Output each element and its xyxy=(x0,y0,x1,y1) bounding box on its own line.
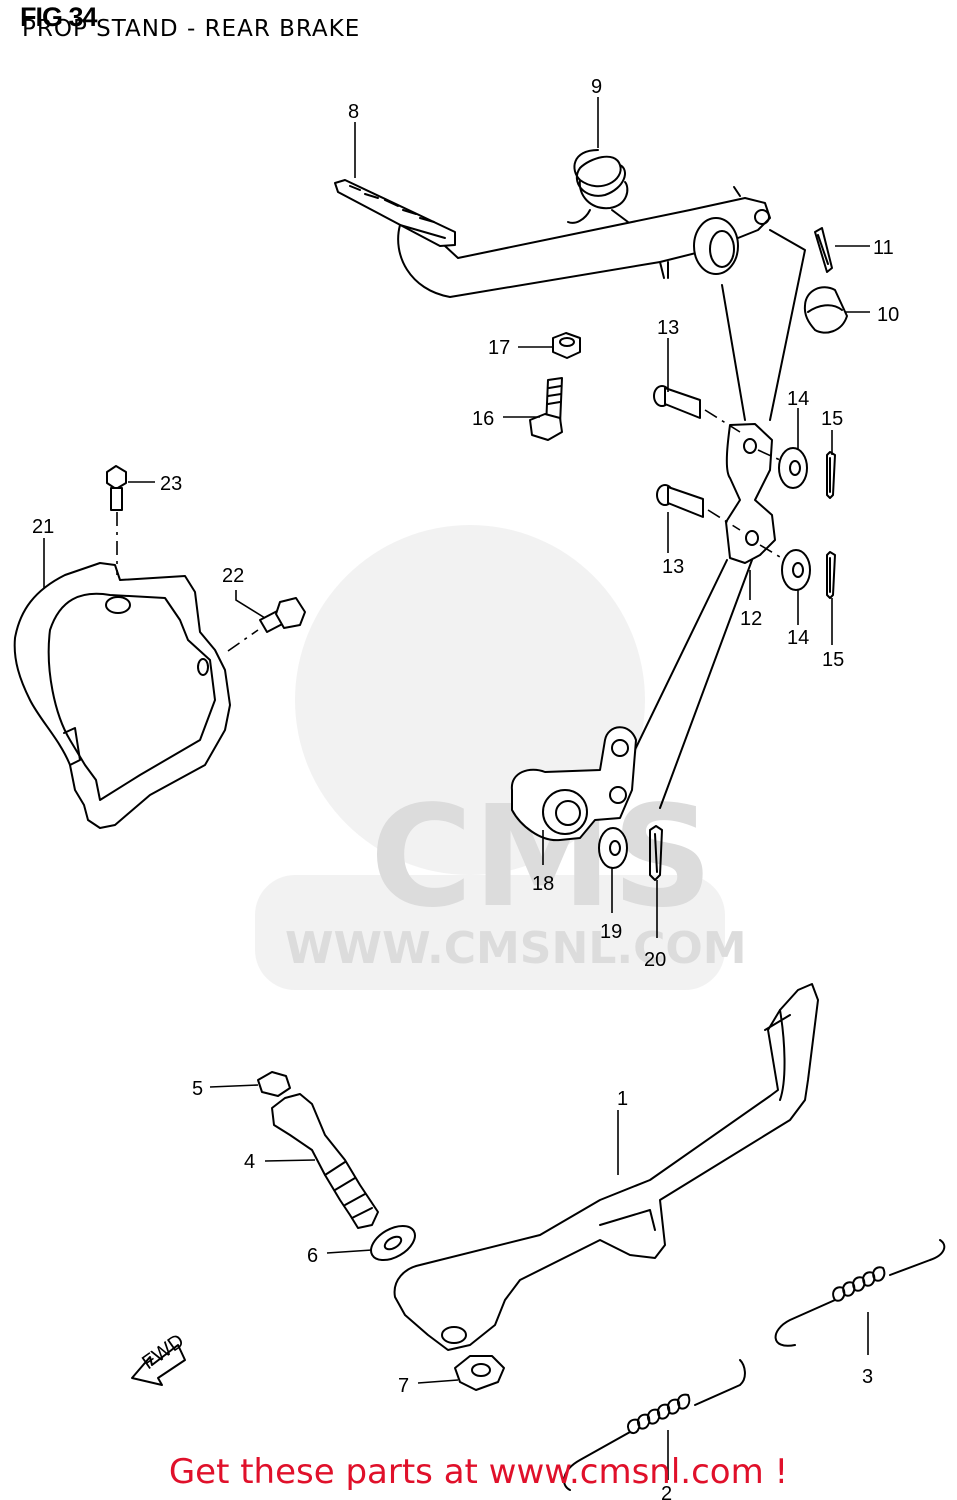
nut-5 xyxy=(257,1071,291,1097)
callout-label: 20 xyxy=(644,949,666,971)
callout-label: 4 xyxy=(244,1151,255,1173)
cotter-pin-upper xyxy=(826,451,836,499)
cotter-pin-20 xyxy=(649,825,663,881)
callout-label: 16 xyxy=(472,408,494,430)
pivot-bolt xyxy=(271,1093,379,1229)
callout-label: 10 xyxy=(877,304,899,326)
forward-arrow-icon: FWD xyxy=(131,1330,188,1386)
callout-label: 3 xyxy=(862,1366,873,1388)
callout-label: 15 xyxy=(822,649,844,671)
washer-19 xyxy=(598,827,628,869)
prop-stand xyxy=(393,983,819,1351)
callout-label: 14 xyxy=(787,388,809,410)
callout-label: 9 xyxy=(591,76,602,98)
clevis-pin-lower xyxy=(656,484,704,518)
footer-link-text[interactable]: Get these parts at www.cmsnl.com ! xyxy=(168,1452,789,1492)
bolt-22 xyxy=(259,597,306,633)
callout-label: 8 xyxy=(348,101,359,123)
cotter-pin-top xyxy=(814,227,833,273)
callout-label: 6 xyxy=(307,1245,318,1267)
nut-17 xyxy=(552,332,581,359)
callout-label: 7 xyxy=(398,1375,409,1397)
callout-label: 15 xyxy=(821,408,843,430)
clevis-pin-upper xyxy=(653,385,701,419)
spring-2 xyxy=(563,1359,746,1491)
bolt-16 xyxy=(529,377,563,441)
washer-lower xyxy=(781,549,811,591)
leader-lines xyxy=(43,97,870,1480)
callout-label: 22 xyxy=(222,565,244,587)
heel-guard xyxy=(13,562,231,829)
return-spring xyxy=(567,149,629,224)
callout-label: 5 xyxy=(192,1078,203,1100)
bolt-23 xyxy=(106,465,127,511)
brake-pedal xyxy=(334,179,771,298)
callout-label: 2 xyxy=(661,1483,672,1500)
watermark-url: WWW.CMSNL.COM xyxy=(285,923,747,974)
callout-label: 1 xyxy=(617,1088,628,1110)
callout-label: 12 xyxy=(740,608,762,630)
callout-label: 13 xyxy=(657,317,679,339)
callout-label: 14 xyxy=(787,627,809,649)
figure-title: PROP STAND - REAR BRAKE xyxy=(22,16,361,42)
callout-label: 11 xyxy=(873,237,894,259)
callout-numbers: 1 2 3 4 5 6 7 8 9 10 11 12 13 13 14 14 1… xyxy=(32,76,899,1500)
callout-label: 19 xyxy=(600,921,622,943)
callout-label: 23 xyxy=(160,473,182,495)
washer-upper xyxy=(778,447,808,489)
spring-3 xyxy=(774,1239,946,1347)
callout-label: 18 xyxy=(532,873,554,895)
boot-cap xyxy=(803,286,848,334)
callout-label: 21 xyxy=(32,516,54,538)
washer-6 xyxy=(370,1224,416,1262)
nut-7 xyxy=(454,1355,505,1391)
callout-label: 17 xyxy=(488,337,510,359)
figure-number: FIG 34 xyxy=(20,2,98,32)
brake-arm xyxy=(510,726,637,842)
callout-label: 13 xyxy=(662,556,684,578)
cotter-pin-lower xyxy=(826,551,836,599)
watermark: CMS WWW.CMSNL.COM xyxy=(255,525,747,990)
